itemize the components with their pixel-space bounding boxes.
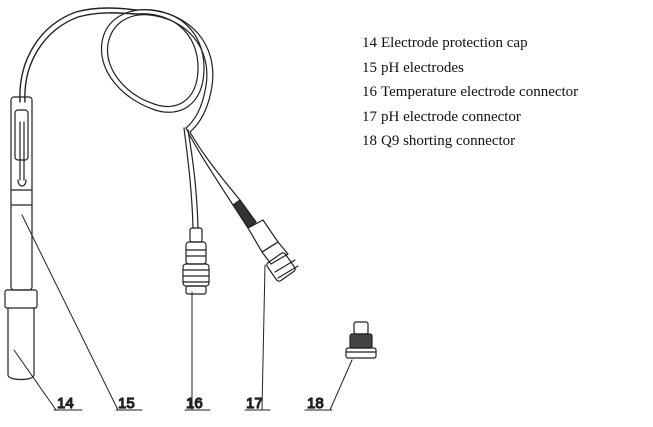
legend-text: pH electrodes [381, 59, 464, 76]
callout-14: 14 [57, 395, 74, 412]
temperature-electrode-connector [182, 227, 210, 295]
legend-number: 14 [362, 35, 377, 51]
callout-18: 18 [307, 395, 324, 412]
legend-text: Temperature electrode connector [381, 84, 579, 101]
legend-number: 15 [362, 59, 377, 76]
callout-17: 17 [246, 395, 263, 412]
legend-text: Electrode protection cap [381, 35, 528, 51]
ph-electrode-connector [232, 199, 299, 282]
legend-number: 17 [362, 108, 377, 125]
q9-shorting-connector [345, 321, 377, 359]
callout-leaders [13, 214, 353, 411]
callout-15: 15 [118, 395, 135, 412]
cable [19, 7, 241, 229]
ph-electrode [10, 96, 33, 291]
electrode-protection-cap [4, 289, 38, 381]
legend-number: 16 [362, 84, 377, 101]
legend-text: pH electrode connector [381, 108, 521, 125]
legend-number: 18 [362, 133, 377, 150]
legend-text: Q9 shorting connector [381, 133, 516, 150]
callout-16: 16 [186, 395, 203, 412]
